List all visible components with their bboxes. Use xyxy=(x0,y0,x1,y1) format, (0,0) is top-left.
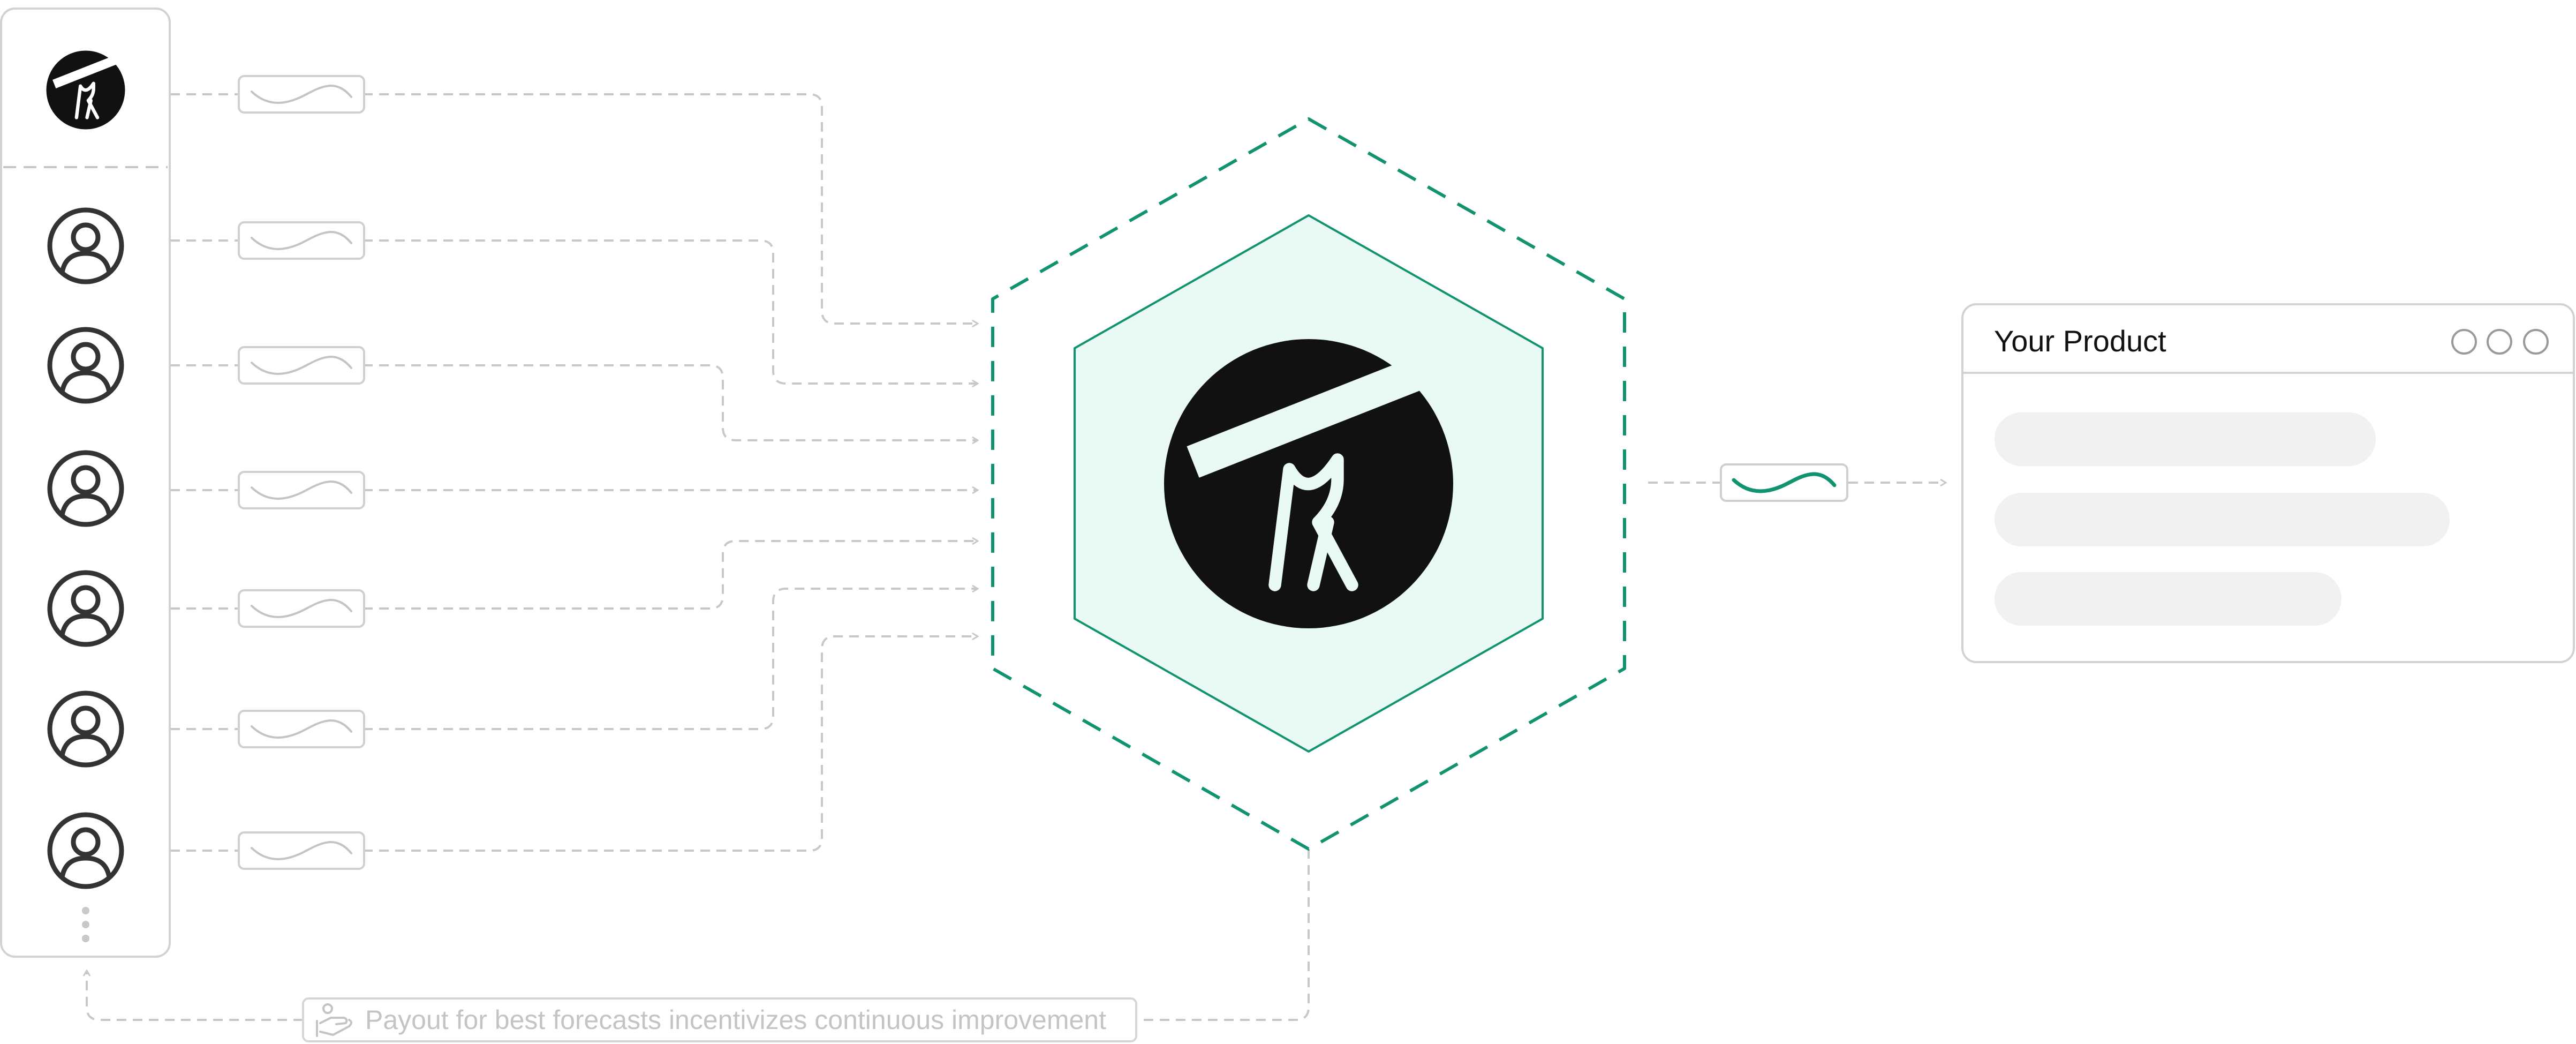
connector-line xyxy=(170,541,978,610)
telescope-icon xyxy=(46,50,125,130)
signal-chip xyxy=(238,75,365,114)
user-circle-icon xyxy=(47,450,124,527)
signal-chip xyxy=(238,346,365,385)
user-circle-icon xyxy=(47,207,124,284)
hand-coins-icon xyxy=(316,1003,352,1037)
window-control-circle[interactable] xyxy=(2487,329,2512,355)
user-circle-icon xyxy=(47,690,124,768)
feedback-label-frame xyxy=(302,997,1137,1042)
feedback-label: Payout for best forecasts incentivizes c… xyxy=(302,997,1137,1042)
feedback-loop xyxy=(87,849,1310,1021)
window-control-circle[interactable] xyxy=(2523,329,2549,355)
connector-line xyxy=(170,636,978,852)
connector-line xyxy=(170,589,978,730)
signal-chip xyxy=(238,221,365,260)
feedback-line xyxy=(1136,849,1310,1021)
signal-chip xyxy=(238,710,365,748)
placeholder-row xyxy=(1995,572,2341,626)
user-circle-icon xyxy=(47,570,124,647)
signal-chip xyxy=(238,831,365,870)
forecast-output-chip xyxy=(1720,463,1848,502)
feedback-line xyxy=(87,971,303,1021)
window-control-circle[interactable] xyxy=(2451,329,2477,355)
connector-line xyxy=(170,239,978,384)
hub xyxy=(991,117,1626,851)
user-circle-icon xyxy=(47,327,124,404)
signal-chip xyxy=(238,589,365,628)
telescope-icon xyxy=(1164,339,1453,628)
product-title: Your Product xyxy=(1994,324,2166,358)
hub-outer-hexagon xyxy=(991,117,1626,851)
wave-signal-icon xyxy=(251,85,352,104)
connector-line xyxy=(170,93,978,324)
signal-chip xyxy=(238,471,365,509)
vertical-ellipsis-icon xyxy=(82,907,89,942)
wave-signal-icon xyxy=(1732,472,1837,493)
user-circle-icon xyxy=(47,812,124,889)
wave-signal-icon xyxy=(251,841,352,860)
product-window: Your Product xyxy=(1961,303,2575,663)
signal-chips xyxy=(238,75,1848,870)
wave-signal-icon xyxy=(251,231,352,250)
placeholder-row xyxy=(1995,493,2450,546)
contributor-icons xyxy=(46,50,125,889)
wave-signal-icon xyxy=(251,599,352,618)
connector-line xyxy=(170,364,978,440)
wave-signal-icon xyxy=(251,719,352,739)
wave-signal-icon xyxy=(251,480,352,500)
wave-signal-icon xyxy=(251,356,352,375)
placeholder-row xyxy=(1995,412,2376,466)
feedback-label-text: Payout for best forecasts incentivizes c… xyxy=(365,1005,1106,1035)
